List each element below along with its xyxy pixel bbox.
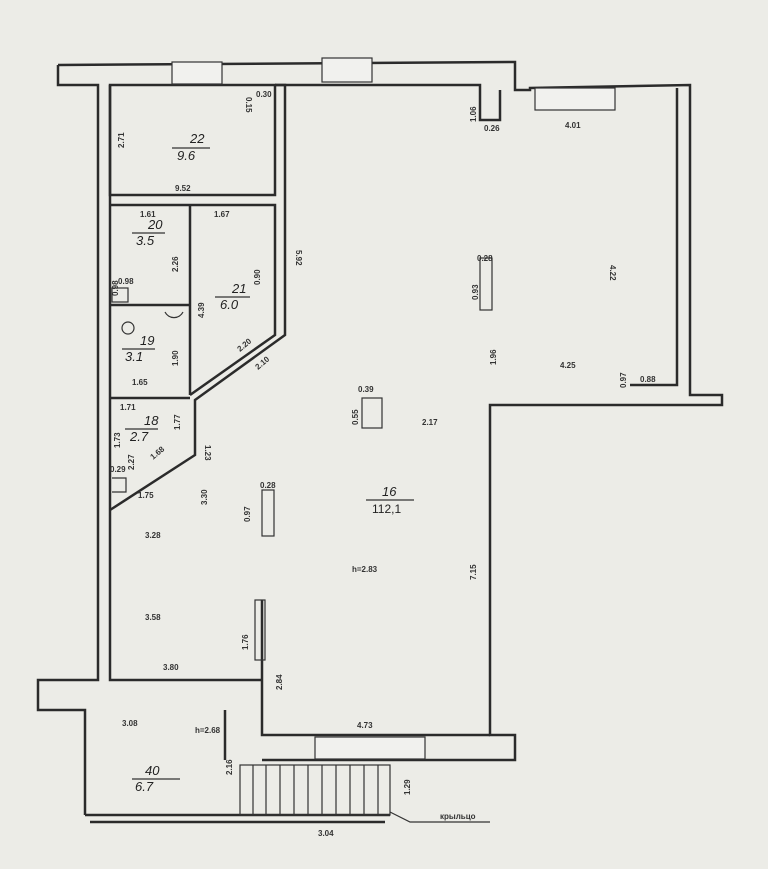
room-label: 3.1: [125, 349, 143, 364]
dimension-label: 0.39: [358, 385, 374, 394]
dimension-label: 3.58: [145, 613, 161, 622]
dimension-label: 0.26: [484, 124, 500, 133]
dimension-label: 1.76: [241, 634, 250, 650]
dimension-label: 2.16: [225, 759, 234, 775]
dimension-label: 3.30: [200, 489, 209, 505]
dimension-label: 2.84: [275, 674, 284, 690]
room-label: 40: [145, 763, 160, 778]
dimension-label: 0.98: [118, 277, 134, 286]
room-22: 229.6: [172, 131, 210, 163]
dimension-label: 2.26: [171, 256, 180, 272]
walls: [36, 60, 724, 824]
dimension-label: h=2.68: [195, 726, 221, 735]
room-40: 406.7: [132, 763, 180, 794]
dimension-label: 1.65: [132, 378, 148, 387]
room-18: 182.7: [125, 413, 159, 444]
room-label: 9.6: [177, 148, 196, 163]
dimension-label: 2.17: [422, 418, 438, 427]
dimension-label: 0.88: [640, 375, 656, 384]
dimension-label: 0.28: [477, 254, 493, 263]
room-label: 18: [144, 413, 159, 428]
dimension-label: 4.01: [565, 121, 581, 130]
room-label: 16: [382, 484, 397, 499]
dimension-label: 3.04: [318, 829, 334, 838]
dimension-label: 0.15: [244, 97, 253, 113]
dimension-label: 4.25: [560, 361, 576, 370]
dimension-label: 4.22: [608, 265, 617, 281]
dimension-label: 0.29: [110, 465, 126, 474]
dimension-label: 2.27: [127, 454, 136, 470]
dimension-label: h=2.83: [352, 565, 378, 574]
dimension-label: 0.30: [256, 90, 272, 99]
dimension-label: 1.61: [140, 210, 156, 219]
room-label: 3.5: [136, 233, 155, 248]
dimension-label: 0.28: [260, 481, 276, 490]
dimension-label: 0.97: [243, 506, 252, 522]
dimension-label: 1.77: [173, 414, 182, 430]
dimension-label: 5.92: [294, 250, 303, 266]
dimension-label: 1.96: [489, 349, 498, 365]
room-label: 6.0: [220, 297, 239, 312]
dimension-label: 1.90: [171, 350, 180, 366]
dimension-label: 0.98: [111, 280, 120, 296]
dimension-label: 1.23: [203, 445, 212, 461]
dimension-label: 0.90: [253, 269, 262, 285]
room-16: 16 112,1: [366, 484, 414, 516]
dimension-label: 3.08: [122, 719, 138, 728]
room-label: 2.7: [129, 429, 149, 444]
room-label: 20: [147, 217, 163, 232]
windows: [171, 57, 616, 760]
porch-label: крыльцо: [440, 812, 476, 821]
room-label: 21: [231, 281, 246, 296]
stairs: [239, 764, 490, 823]
dimension-label: 1.75: [138, 491, 154, 500]
dimension-label: 7.15: [469, 564, 478, 580]
dimension-label: 3.80: [163, 663, 179, 672]
room-20: 203.5: [132, 217, 165, 248]
room-label: 19: [140, 333, 154, 348]
dimension-label: 0.97: [619, 372, 628, 388]
room-label: 6.7: [135, 779, 154, 794]
dimension-label: 1.06: [469, 106, 478, 122]
dimension-label: 1.67: [214, 210, 230, 219]
room-19: 193.1: [122, 333, 155, 364]
dimension-label: 2.71: [117, 132, 126, 148]
room-label: 22: [189, 131, 205, 146]
dimension-label: 4.73: [357, 721, 373, 730]
room-label: 112,1: [372, 502, 401, 516]
dimension-label: 1.29: [403, 779, 412, 795]
dimension-label: 9.52: [175, 184, 191, 193]
dimension-label: 0.93: [471, 284, 480, 300]
room-21: 216.0: [215, 281, 250, 312]
dimension-label: 1.73: [113, 432, 122, 448]
fixtures: [111, 257, 493, 661]
dimension-label: 1.71: [120, 403, 136, 412]
dimension-label: 4.39: [197, 302, 206, 318]
dimension-labels: 2.71 9.52 1.61 1.67 5.92 2.26 0.98 0.90 …: [110, 90, 656, 838]
dimension-label: 0.55: [351, 409, 360, 425]
dimension-label: 3.28: [145, 531, 161, 540]
